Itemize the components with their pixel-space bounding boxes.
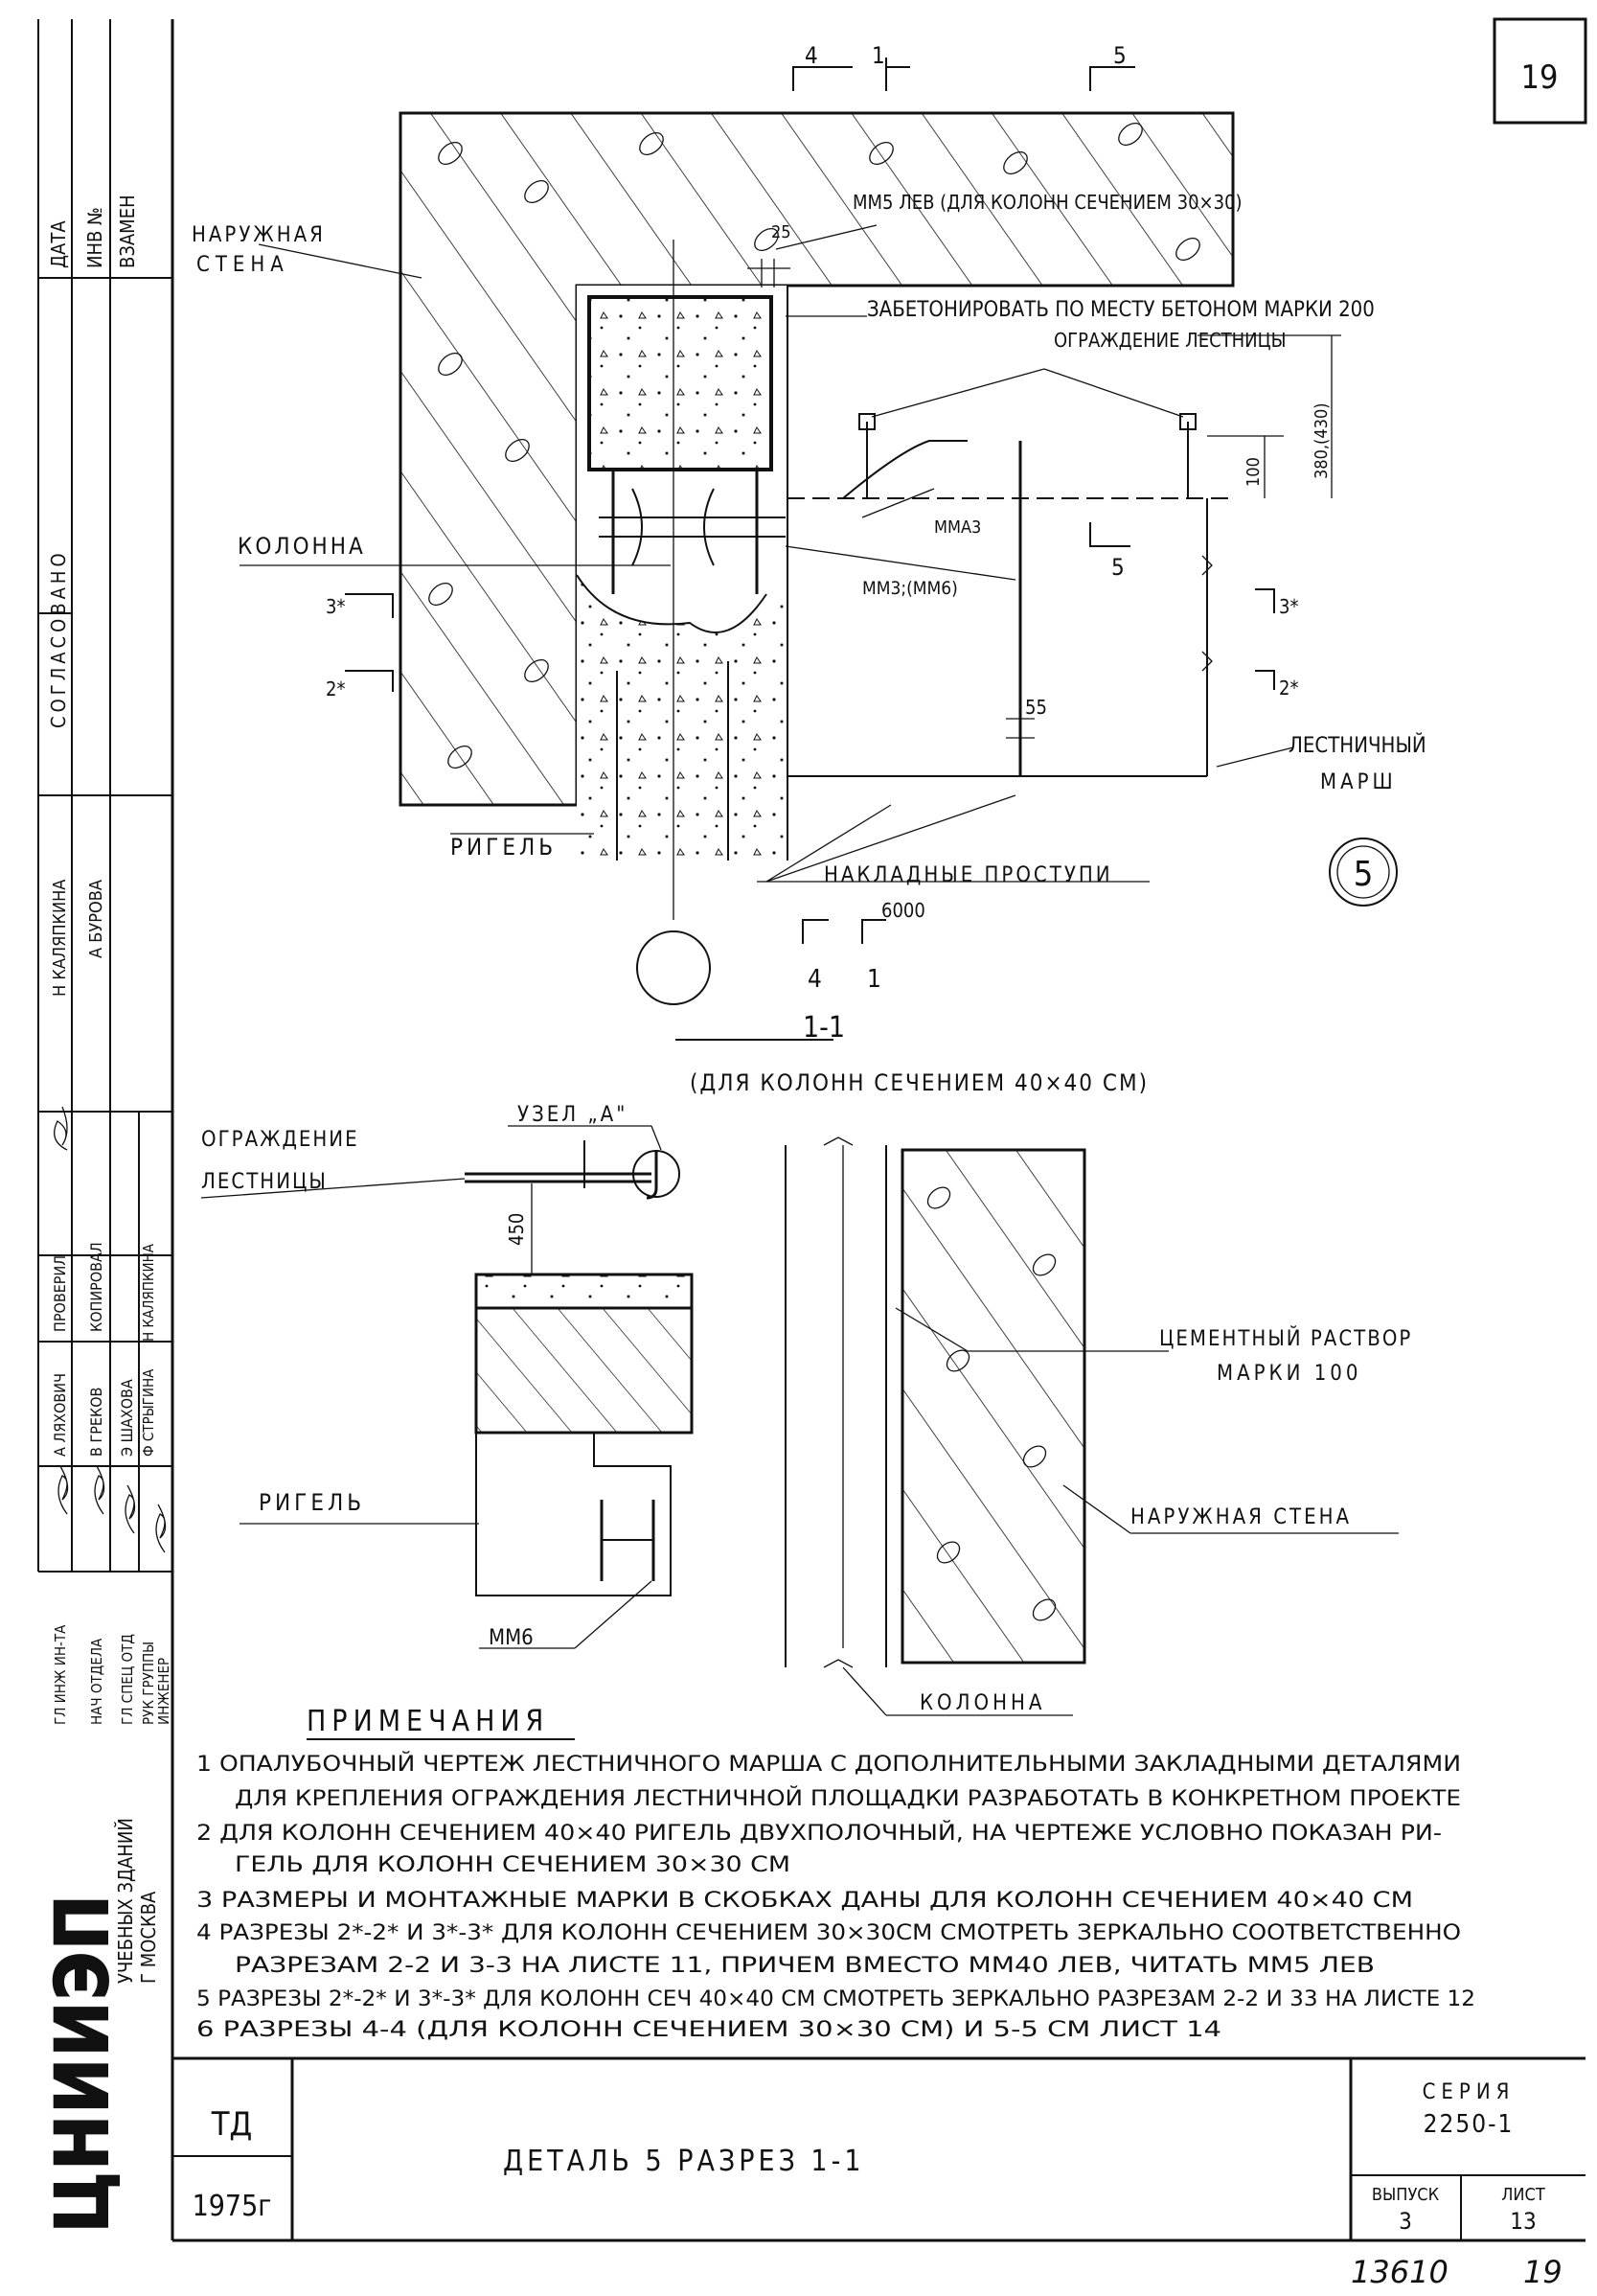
stamp-grekov: В ГРЕКОВ [87,1388,105,1457]
label-column: КОЛОННА [238,533,366,560]
label-mm6: ММ6 [489,1626,534,1650]
title-year: 1975г [193,2190,272,2223]
label-dim25: 25 [771,222,791,242]
detail5-labels: НАРУЖНАЯ СТЕНА ММ5 ЛЕВ (ДЛЯ КОЛОНН СЕЧЕН… [192,42,1426,994]
label-outer-wall-11: НАРУЖНАЯ СТЕНА [1130,1505,1352,1529]
sheet-label: ЛИСТ [1501,2185,1545,2205]
label-dim450: 450 [505,1213,528,1246]
notes-title: ПРИМЕЧАНИЯ [307,1705,549,1738]
stamp-group-lead: РУК ГРУППЫ [140,1642,157,1725]
stamp-copied: КОПИРОВАЛ [87,1242,105,1332]
label-mm5: ММ5 ЛЕВ (ДЛЯ КОЛОНН СЕЧЕНИЕМ 30×30) [853,191,1243,214]
label-stair-flight-1: ЛЕСТНИЧНЫЙ [1289,733,1426,758]
detail-number: 5 [1354,855,1374,894]
stamp-shakhova: Э ШАХОВА [118,1379,136,1457]
issue-value: 3 [1399,2208,1412,2235]
stamp-strygina: Ф СТРЫГИНА [140,1368,157,1457]
section11-subtitle: (ДЛЯ КОЛОНН СЕЧЕНИЕМ 40×40 СМ) [690,1069,1149,1096]
note-line-5: 3 РАЗМЕРЫ И МОНТАЖНЫЕ МАРКИ В СКОБКАХ ДА… [196,1889,1413,1913]
note-line-9: 6 РАЗРЕЗЫ 4-4 (ДЛЯ КОЛОНН СЕЧЕНИЕМ 30×30… [196,2018,1221,2042]
label-dim55: 55 [1025,696,1047,719]
stamp-agreed: СОГЛАСОВАНО [47,549,70,728]
section11-labels: 1-1 (ДЛЯ КОЛОНН СЕЧЕНИЕМ 40×40 СМ) УЗЕЛ … [201,1011,1412,1715]
note-line-6: 4 РАЗРЕЗЫ 2*-2* И 3*-3* ДЛЯ КОЛОНН СЕЧЕН… [196,1921,1461,1945]
label-treads: НАКЛАДНЫЕ ПРОСТУПИ [824,863,1113,887]
stamp-dept-head: НАЧ ОТДЕЛА [88,1638,105,1725]
label-cut3-right: 3* [1279,595,1298,618]
stamp-kalyapkina-2: Н КАЛЯПКИНА [140,1243,157,1342]
stamp-engineer: ИНЖЕНЕР [155,1658,172,1725]
stamp-agreed-name-1: Н КАЛЯПКИНА [50,880,70,997]
label-railing-2: ЛЕСТНИЦЫ [201,1170,328,1194]
note-line-3: 2 ДЛЯ КОЛОНН СЕЧЕНИЕМ 40×40 РИГЕЛЬ ДВУХП… [196,1821,1442,1846]
archive-number: 13610 [1351,2254,1449,2290]
note-line-7: РАЗРЕЗАМ 2-2 И 3-3 НА ЛИСТЕ 11, ПРИЧЕМ В… [235,1954,1375,1978]
note-line-2: ДЛЯ КРЕПЛЕНИЯ ОГРАЖДЕНИЯ ЛЕСТНИЧНОЙ ПЛОЩ… [235,1786,1461,1811]
label-railing-1: ОГРАЖДЕНИЕ [201,1128,359,1152]
label-column-11: КОЛОННА [920,1691,1045,1715]
label-crossbar-11: РИГЕЛЬ [259,1489,365,1516]
label-crossbar: РИГЕЛЬ [450,834,557,861]
label-mortar-2: МАРКИ 100 [1217,1362,1361,1386]
label-mortar-1: ЦЕМЕНТНЫЙ РАСТВОР [1159,1326,1412,1351]
label-outer-wall-1: НАРУЖНАЯ [192,223,326,247]
org-line2: Г МОСКВА [137,1891,160,1984]
sheet-value: 13 [1510,2208,1536,2235]
stamp-agreed-name-2: А БУРОВА [86,880,106,958]
label-stair-flight-2: МАРШ [1320,770,1397,794]
section-mark-4-top: 4 [805,42,818,69]
section-mark-5-mid: 5 [1111,554,1125,581]
label-dim6000: 6000 [881,899,925,922]
section11-drawing [200,1039,1399,1716]
section-mark-4-bottom: 4 [808,965,822,994]
section11-title: 1-1 [803,1011,845,1045]
label-railing: ОГРАЖДЕНИЕ ЛЕСТНИЦЫ [1054,329,1286,352]
signatures [54,1106,167,1553]
notes-block: ПРИМЕЧАНИЯ 1 ОПАЛУБОЧНЫЙ ЧЕРТЕЖ ЛЕСТНИЧН… [196,1705,1475,2042]
series-label: СЕРИЯ [1423,2080,1516,2104]
label-cut2-right: 2* [1279,677,1298,700]
sheet-number: 19 [1521,58,1559,97]
stamp-date: ДАТА [47,220,70,268]
stamp-checked: ПРОВЕРИЛ [51,1255,69,1332]
section-mark-1-bottom: 1 [867,965,881,994]
org-logo: ЦНИИЭП [39,1893,125,2233]
stamp-inv: ИНВ № [83,207,106,268]
stamp-chief-spec: ГЛ СПЕЦ ОТД [119,1634,136,1725]
issue-label: ВЫПУСК [1372,2185,1440,2205]
note-line-1: 1 ОПАЛУБОЧНЫЙ ЧЕРТЕЖ ЛЕСТНИЧНОГО МАРША С… [196,1752,1461,1777]
label-cut2-left: 2* [326,677,345,700]
note-line-8: 5 РАЗРЕЗЫ 2*-2* И 3*-3* ДЛЯ КОЛОНН СЕЧ 4… [196,1987,1475,2011]
label-outer-wall-2: СТЕНА [196,253,289,277]
label-dim100: 100 [1243,457,1264,487]
series-value: 2250-1 [1424,2110,1515,2139]
label-mm3: ММ3;(ММ6) [862,578,958,599]
label-node-a: УЗЕЛ „А" [517,1103,627,1127]
stamp-instead: ВЗАМЕН [116,195,139,268]
label-concrete: ЗАБЕТОНИРОВАТЬ ПО МЕСТУ БЕТОНОМ МАРКИ 20… [867,298,1375,322]
section-mark-5-top: 5 [1113,42,1127,69]
label-cut3-left: 3* [326,595,345,618]
title-block [172,2056,1586,2240]
org-line1: УЧЕБНЫХ ЗДАНИЙ [114,1818,137,1984]
stamp-chief-engineer: ГЛ ИНЖ ИН-ТА [52,1624,69,1725]
title-code: ТД [211,2105,253,2144]
label-dim380: 380,(430) [1312,402,1332,479]
note-line-4: ГЕЛЬ ДЛЯ КОЛОНН СЕЧЕНИЕМ 30×30 СМ [235,1853,790,1877]
drawing-title: ДЕТАЛЬ 5 РАЗРЕЗ 1-1 [503,2145,865,2178]
label-mma3: ММА3 [934,517,981,538]
section-mark-1-top: 1 [872,42,885,69]
archive-page: 19 [1523,2254,1563,2290]
detail5-drawing [240,57,1398,1005]
stamp-lyakhovich: А ЛЯХОВИЧ [51,1373,69,1457]
